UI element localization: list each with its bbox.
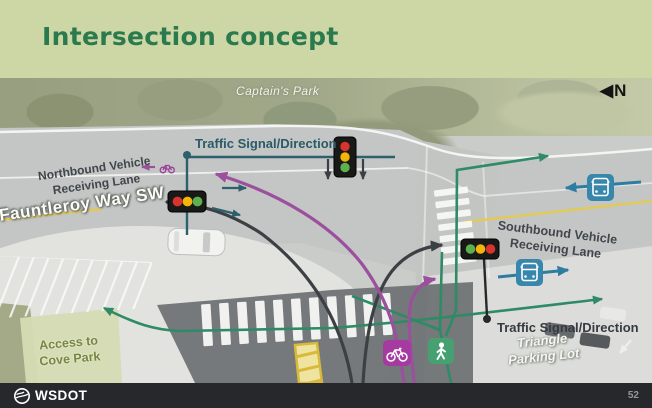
- median-island: [293, 341, 324, 383]
- signal-hanging-arrows: [324, 159, 367, 181]
- signal-dot: [183, 151, 191, 159]
- bus-icon: [587, 174, 614, 201]
- traffic-signal-icon-north: [333, 136, 357, 178]
- captains-park-label: Captain's Park: [236, 84, 320, 98]
- signal-structure-bottom: [482, 258, 491, 323]
- pedestrian-icon: [428, 338, 454, 364]
- route-purple: [140, 163, 437, 383]
- signal-structure-top: [183, 151, 395, 235]
- trees-blob: [468, 82, 652, 144]
- wsdot-logo-icon: [14, 387, 30, 404]
- signal-dot: [483, 315, 491, 323]
- purple-turn-east: [407, 275, 437, 383]
- intersection-map: Captain's Park ◀N Traffic Signal/Directi…: [0, 78, 652, 383]
- traffic-signal-icon-east: [460, 238, 500, 260]
- wsdot-logo: WSDOT: [13, 387, 87, 405]
- parked-cars: [544, 306, 627, 349]
- slide-header: Intersection concept: [0, 0, 652, 78]
- page-number: 52: [627, 390, 639, 401]
- traffic-signal-direction-label-bottom: Traffic Signal/Direction: [497, 320, 639, 335]
- wsdot-logo-text: WSDOT: [35, 388, 88, 403]
- purple-turn-west: [214, 171, 406, 383]
- page-title: Intersection concept: [42, 22, 339, 51]
- bike-glyph-mini: [159, 164, 175, 174]
- traffic-signal-icon-west: [167, 190, 207, 213]
- car: [167, 227, 226, 257]
- diagram-overlay: [0, 124, 652, 383]
- traffic-signal-direction-label-top: Traffic Signal/Direction: [195, 136, 337, 151]
- black-turn-east: [361, 240, 444, 383]
- cove-park-area: [20, 308, 122, 383]
- center-lines: [0, 199, 652, 224]
- slide-footer: WSDOT 52: [0, 383, 652, 408]
- north-arrow-icon: ◀N: [600, 81, 628, 100]
- green-route-ped-vertical: [438, 251, 453, 383]
- bike-icon: [383, 340, 411, 366]
- parking-stripes: [0, 256, 152, 318]
- bus-icon: [516, 259, 543, 286]
- lot-arrow: [619, 339, 632, 354]
- green-route-northeast: [444, 152, 550, 337]
